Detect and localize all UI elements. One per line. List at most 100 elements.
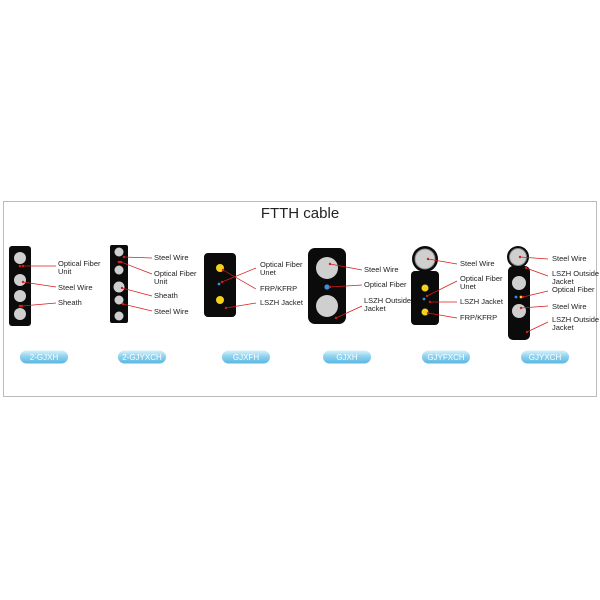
leader-dot xyxy=(21,264,25,268)
component-label: FRP/KFRP xyxy=(260,284,297,293)
cable-type-pill xyxy=(521,350,569,364)
steel-wire xyxy=(512,304,526,318)
component-label: Steel Wire xyxy=(58,283,93,292)
cable-type-label: 2-GJYXCH xyxy=(122,353,162,362)
leader-dot xyxy=(428,300,432,304)
cable-jacket xyxy=(204,253,236,317)
leader-dot xyxy=(221,268,225,272)
leader-dot xyxy=(120,286,124,290)
optical-fiber xyxy=(514,295,518,299)
frp-member xyxy=(421,308,429,316)
cable-type-pill xyxy=(118,350,166,364)
steel-wire xyxy=(114,247,124,257)
leader-line xyxy=(221,267,257,283)
steel-wire xyxy=(114,295,124,305)
steel-wire xyxy=(14,290,26,302)
frp-member xyxy=(216,296,224,304)
cable-type-pill xyxy=(422,350,470,364)
cable-type-pill xyxy=(323,350,371,364)
component-label: Sheath xyxy=(154,291,178,300)
leader-dot xyxy=(20,304,24,308)
component-label: LSZH Jacket xyxy=(260,298,304,307)
cable-type-pill xyxy=(20,350,68,364)
steel-wire xyxy=(14,274,26,286)
steel-wire xyxy=(316,295,338,317)
diagram-panel xyxy=(3,201,597,397)
leader-dot xyxy=(220,280,224,284)
leader-line xyxy=(335,305,363,319)
leader-dot xyxy=(521,295,525,299)
leader-dot xyxy=(426,257,430,261)
leader-dot xyxy=(122,255,126,259)
leader-line xyxy=(225,302,257,309)
frp-member xyxy=(421,284,429,292)
component-label: Sheath xyxy=(58,298,82,307)
cable-type-label: GJXFH xyxy=(233,353,259,362)
leader-line xyxy=(525,267,549,277)
leader-line xyxy=(520,305,549,309)
optical-fiber xyxy=(519,295,523,299)
optical-fiber xyxy=(18,304,22,308)
leader-dot xyxy=(518,255,522,259)
cable-type-label: GJYXCH xyxy=(529,353,562,362)
cable-type-label: GJYFXCH xyxy=(427,353,465,362)
leader-dot xyxy=(425,294,429,298)
component-label: Steel Wire xyxy=(364,265,399,274)
leader-dot xyxy=(119,260,123,264)
leader-line xyxy=(526,321,549,333)
steel-wire xyxy=(14,252,26,264)
steel-wire xyxy=(114,265,124,275)
leader-dot xyxy=(21,280,25,284)
leader-line xyxy=(22,281,57,288)
leader-dot xyxy=(224,306,228,310)
leader-line xyxy=(519,256,549,260)
leader-dot xyxy=(525,330,529,334)
leader-line xyxy=(329,284,363,288)
optical-fiber xyxy=(422,297,426,301)
cable-type-pill xyxy=(222,350,270,364)
steel-wire xyxy=(509,248,527,266)
leader-line xyxy=(329,263,363,271)
component-label: LSZH Jacket xyxy=(460,297,504,306)
leader-line xyxy=(426,280,458,297)
component-label: Steel Wire xyxy=(552,302,587,311)
component-label: Steel Wire xyxy=(552,254,587,263)
leader-line xyxy=(427,312,458,319)
optical-fiber xyxy=(324,284,330,290)
component-label: Optical Fiber xyxy=(364,280,407,289)
leader-line xyxy=(122,303,153,312)
component-label: Steel Wire xyxy=(154,253,189,262)
diagram-title: FTTH cable xyxy=(260,205,340,222)
component-label: Steel Wire xyxy=(154,307,189,316)
steel-wire xyxy=(114,311,124,321)
leader-dot xyxy=(334,316,338,320)
leader-line xyxy=(522,290,549,298)
optical-fiber xyxy=(18,264,22,268)
optical-fiber xyxy=(217,282,221,286)
leader-line xyxy=(222,269,257,290)
leader-line xyxy=(123,256,153,259)
leader-dot xyxy=(328,285,332,289)
leader-dot xyxy=(519,306,523,310)
leader-line xyxy=(21,302,57,307)
cable-jacket xyxy=(411,271,439,325)
leader-line xyxy=(120,261,153,275)
leader-dot xyxy=(524,266,528,270)
leader-dot xyxy=(121,302,125,306)
component-label: Optical Fiber xyxy=(552,285,595,294)
component-label: Steel Wire xyxy=(460,259,495,268)
